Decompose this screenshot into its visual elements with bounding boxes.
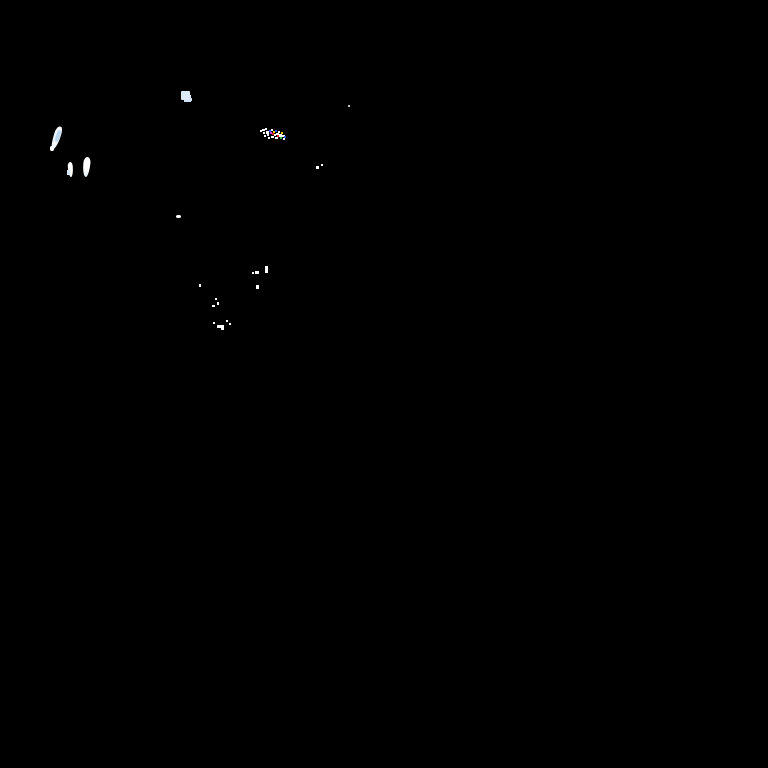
speck-middle-a	[215, 298, 217, 300]
cluster-pixel-24	[264, 135, 266, 137]
streak-fragment-upper-left-core	[54, 129, 62, 143]
speck-upper-a	[265, 266, 268, 273]
cluster-pixel-12	[275, 130, 277, 132]
speck-upper-b	[255, 271, 259, 274]
speck-lower-b	[217, 325, 224, 328]
cluster-pixel-10	[273, 131, 275, 133]
cluster-pixel-2	[263, 132, 265, 134]
cluster-pixel-1	[262, 129, 265, 131]
pale-panel-fragment-tail	[189, 98, 192, 101]
cluster-pixel-13	[276, 133, 279, 135]
cluster-pixel-16	[279, 134, 282, 137]
cluster-pixel-15	[278, 131, 280, 133]
cluster-pixel-8	[271, 129, 273, 131]
cluster-pixel-9	[272, 133, 274, 135]
cluster-pixel-20	[283, 138, 285, 140]
cluster-pixel-5	[267, 134, 269, 136]
isolated-dot-upper-right	[348, 105, 350, 107]
speck-upper-d	[256, 285, 259, 289]
cluster-pixel-11	[274, 134, 276, 136]
streak-fragment-upper-left-tail	[50, 146, 54, 151]
pale-panel-fragment	[181, 91, 190, 100]
speck-lower-d	[229, 323, 231, 325]
cluster-pixel-14	[277, 135, 279, 137]
streak-fragment-lower-right	[81, 156, 92, 178]
speck-upper-c	[252, 272, 254, 274]
multicolor-cluster	[258, 126, 288, 144]
streak-fragment-lower-left	[67, 161, 74, 178]
speck-lower-e	[221, 328, 224, 330]
cluster-pixel-18	[281, 132, 283, 134]
streak-fragment-upper-left	[49, 125, 64, 151]
cluster-pixel-6	[269, 130, 271, 132]
dot-pair-right-a	[316, 166, 319, 169]
speck-upper-e	[199, 284, 201, 287]
cluster-pixel-21	[275, 137, 278, 139]
cluster-pixel-3	[265, 128, 267, 130]
cluster-pixel-7	[270, 132, 272, 134]
cluster-pixel-22	[271, 136, 274, 138]
speck-lower-a	[213, 322, 215, 324]
cluster-pixel-25	[284, 136, 286, 138]
speck-lower-c	[226, 320, 228, 322]
streak-fragment-lower-left-core	[67, 170, 70, 175]
cluster-pixel-4	[266, 131, 269, 134]
cluster-pixel-0	[260, 130, 262, 132]
isolated-dot-center	[176, 215, 181, 218]
speck-middle-c	[217, 302, 219, 305]
cluster-pixel-19	[282, 135, 285, 137]
speck-middle-b	[212, 305, 215, 307]
cluster-pixel-17	[280, 137, 282, 139]
cluster-pixel-23	[268, 137, 270, 139]
dot-pair-right-b	[321, 164, 323, 166]
